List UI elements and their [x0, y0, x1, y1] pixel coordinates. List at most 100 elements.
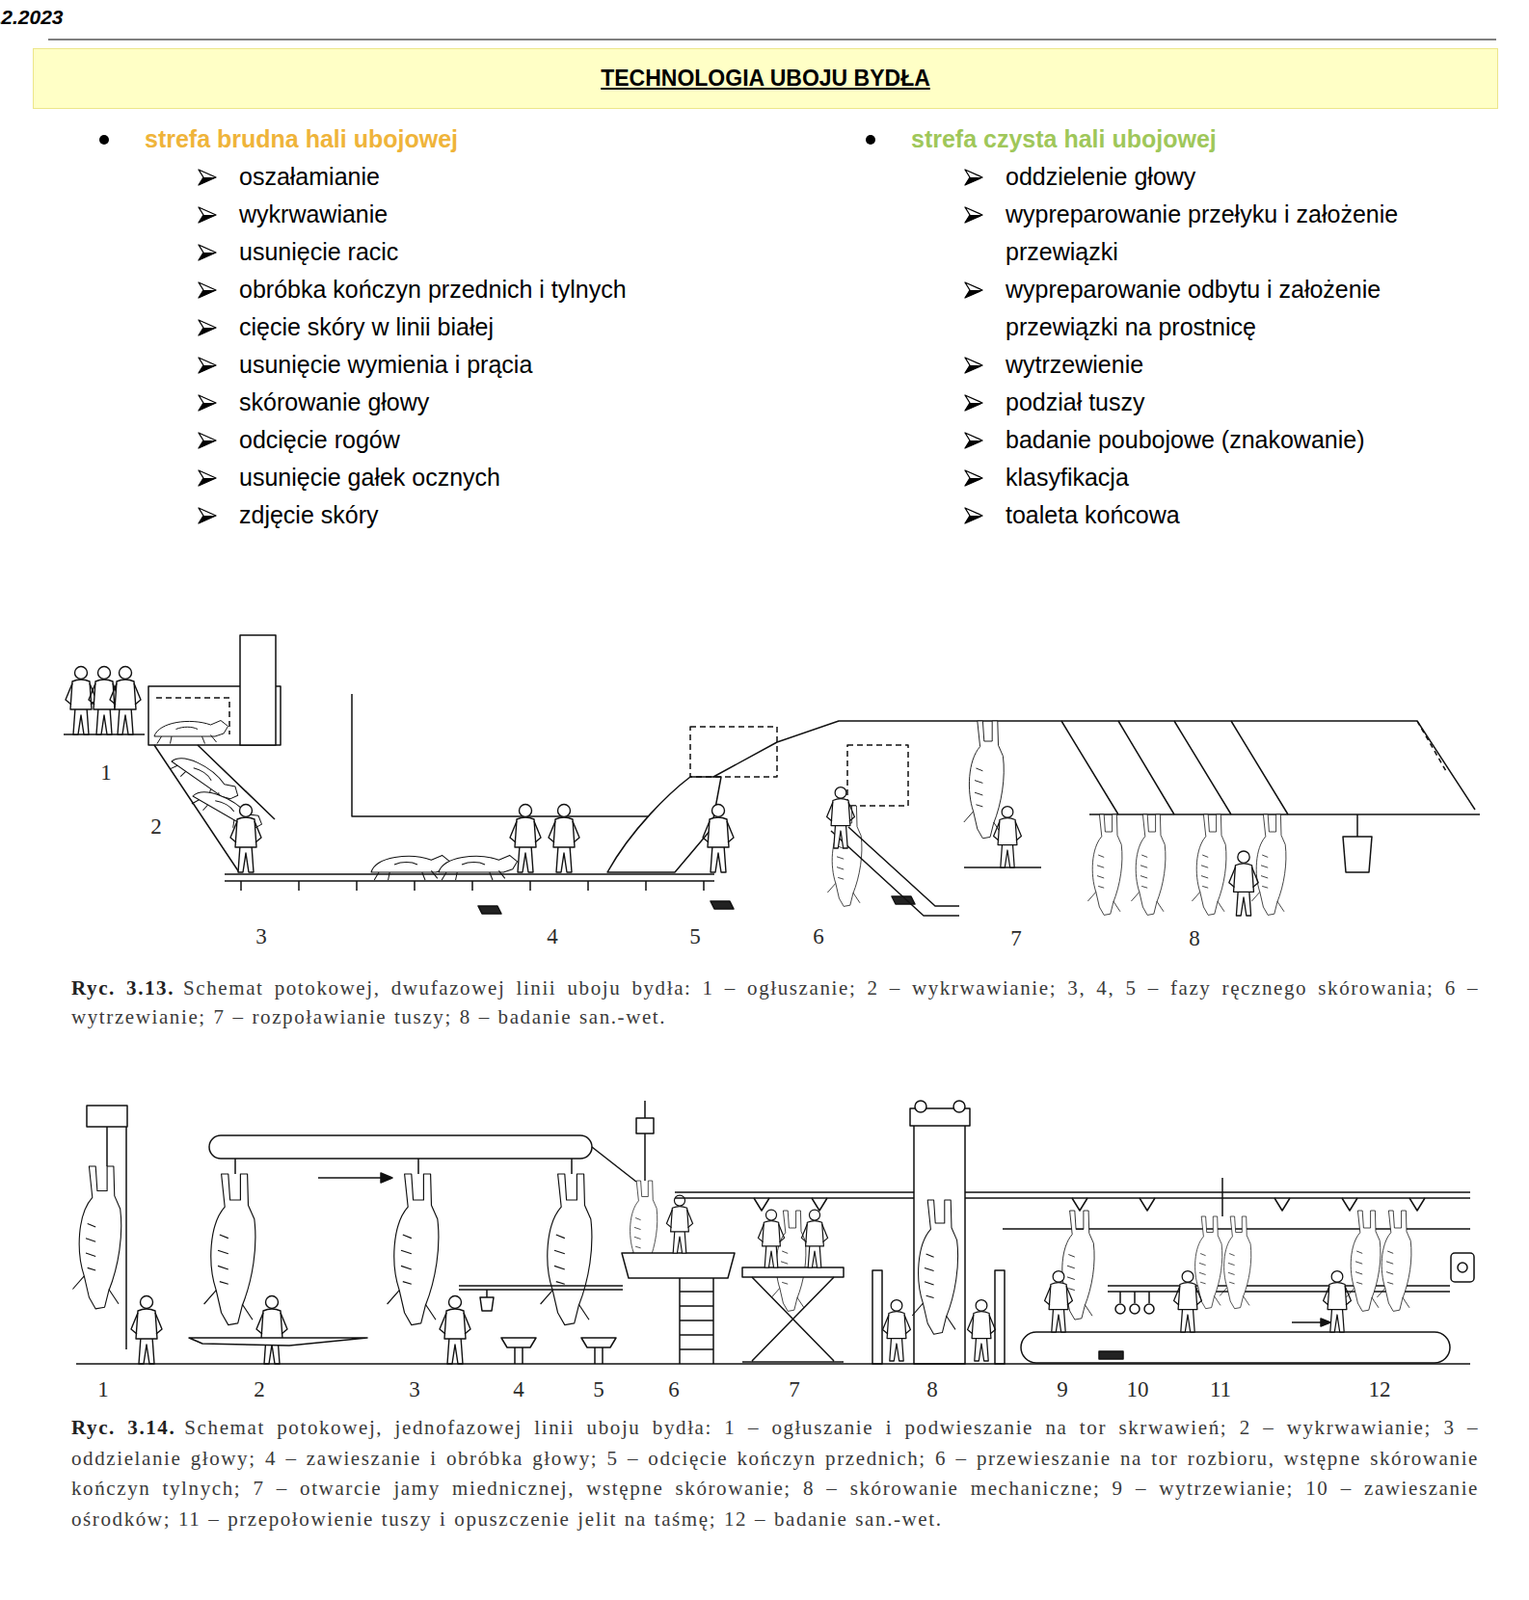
arrow-bullet [196, 205, 218, 225]
callout-slot: 3 [240, 923, 283, 951]
zone-list: strefa brudna hali ubojowejoszałamianiew… [88, 120, 783, 535]
callout-slot: 10 [1116, 1376, 1159, 1404]
list-item: toaleta końcowa [1005, 501, 1181, 529]
arrow-bullet [963, 393, 985, 413]
callout-number: 12 [1368, 1377, 1392, 1402]
callout-slot: 5 [673, 923, 717, 951]
list-item: usunięcie racic [239, 238, 399, 266]
callout-slot: 8 [911, 1376, 954, 1404]
caption-text: Ryc. 3.14. [71, 1416, 176, 1440]
list-row: klasyfikacja [855, 458, 1492, 497]
list-row: oddzielenie głowy [855, 158, 1492, 196]
callout-number: 11 [1209, 1377, 1232, 1402]
list-item: wypreparowanie odbytu i założenie przewi… [1005, 275, 1381, 341]
arrow-bullet [196, 430, 218, 451]
arrow-bullet [963, 468, 985, 488]
list-item: oddzielenie głowy [1005, 162, 1196, 190]
callout-slot: 6 [652, 1376, 696, 1404]
callout-slot: 4 [531, 923, 574, 951]
list-item: podział tuszy [1005, 388, 1146, 416]
list-row: toaleta końcowa [855, 496, 1492, 535]
list-row: cięcie skóry w linii białej [88, 308, 783, 347]
list-item: oszałamianie [239, 162, 380, 190]
list-item: obróbka kończyn przednich i tylnych [239, 275, 627, 303]
list-item: klasyfikacja [1005, 463, 1129, 491]
bullet-dot [98, 134, 110, 146]
list-row: wytrzewienie [855, 346, 1492, 384]
caption-text: Ryc. 3.13. [71, 976, 175, 1000]
callout-slot: 2 [238, 1376, 281, 1404]
caption-text: Schemat potokowej, jednofazowej linii ub… [71, 1416, 1479, 1531]
callout-slot: 7 [994, 925, 1038, 953]
page-title: TECHNOLOGIA UBOJU BYDŁA [600, 65, 931, 92]
list-row: skórowanie głowy [88, 383, 783, 422]
callout-slot: 5 [577, 1376, 620, 1404]
figure-caption: Ryc. 3.14.Schemat potokowej, jednofazowe… [71, 1413, 1479, 1535]
date-stamp: 11.12.2023 [0, 5, 1493, 29]
list-row: wypreparowanie odbytu i założenie przewi… [855, 270, 1492, 347]
figure-3-13 [63, 635, 1480, 916]
arrow-bullet [196, 506, 218, 526]
list-row: wypreparowanie przełyku i założenie prze… [855, 195, 1492, 271]
callout-number: 2 [253, 1377, 266, 1402]
callout-slot: 11 [1199, 1376, 1242, 1404]
zone-list: strefa czysta hali ubojowej oddzielenie g… [855, 120, 1492, 535]
callout-slot: 1 [81, 1376, 125, 1404]
list-item: wytrzewienie [1005, 350, 1144, 378]
list-row: oszałamianie [88, 158, 783, 196]
zone-heading: strefa czysta hali ubojowej [911, 125, 1217, 153]
callout-number: 4 [512, 1377, 525, 1402]
arrow-bullet [963, 430, 985, 451]
list-row: zdjęcie skóry [88, 496, 783, 535]
list-item: usunięcie gałek ocznych [239, 463, 501, 491]
arrow-bullet [196, 355, 218, 376]
arrow-bullet [196, 167, 218, 188]
list-item: odcięcie rogów [239, 426, 401, 454]
callout-slot: 7 [773, 1376, 816, 1404]
callout-number: 1 [97, 1377, 109, 1402]
list-item: skórowanie głowy [239, 388, 430, 416]
arrow-bullet [963, 355, 985, 376]
list-row: wykrwawianie [88, 195, 783, 234]
arrow-bullet [196, 468, 218, 488]
callout-number: 7 [788, 1377, 801, 1402]
callout-number: 6 [812, 924, 825, 949]
callout-slot: 2 [134, 813, 178, 841]
callout-number: 8 [926, 1377, 939, 1402]
callout-number: 2 [150, 814, 162, 839]
callout-number: 8 [1188, 926, 1201, 951]
callout-number: 1 [100, 760, 112, 785]
callout-number: 7 [1010, 926, 1022, 951]
callout-number: 3 [255, 924, 268, 949]
list-row: badanie poubojowe (znakowanie) [855, 421, 1492, 459]
callout-number: 4 [546, 924, 559, 949]
callout-slot: 12 [1358, 1376, 1401, 1404]
list-item: badanie poubojowe (znakowanie) [1005, 426, 1366, 454]
arrow-bullet [963, 280, 985, 300]
arrow-bullet [196, 318, 218, 338]
arrow-bullet [196, 280, 218, 300]
list-row: usunięcie racic [88, 233, 783, 271]
list-row: obróbka kończyn przednich i tylnych [88, 270, 783, 309]
figure-3-14 [72, 1100, 1475, 1365]
bullet-dot [864, 134, 877, 146]
callout-slot: 8 [1173, 925, 1216, 953]
callout-number: 10 [1126, 1377, 1150, 1402]
callout-number: 5 [592, 1377, 605, 1402]
arrow-bullet [963, 205, 985, 225]
callout-slot: 1 [84, 759, 128, 787]
callout-number: 6 [668, 1377, 680, 1402]
callout-number: 5 [689, 924, 701, 949]
arrow-bullet [963, 506, 985, 526]
callout-slot: 9 [1041, 1376, 1084, 1404]
list-item: wykrwawianie [239, 200, 388, 228]
callout-slot: 6 [797, 923, 840, 951]
callout-number: 3 [408, 1377, 421, 1402]
list-item: wypreparowanie przełyku i założenie prze… [1005, 200, 1398, 266]
caption-text: Schemat potokowej, dwufazowej linii uboj… [71, 976, 1479, 1029]
list-item: usunięcie wymienia i prącia [239, 350, 533, 378]
arrow-bullet [963, 167, 985, 188]
list-item: cięcie skóry w linii białej [239, 313, 494, 341]
